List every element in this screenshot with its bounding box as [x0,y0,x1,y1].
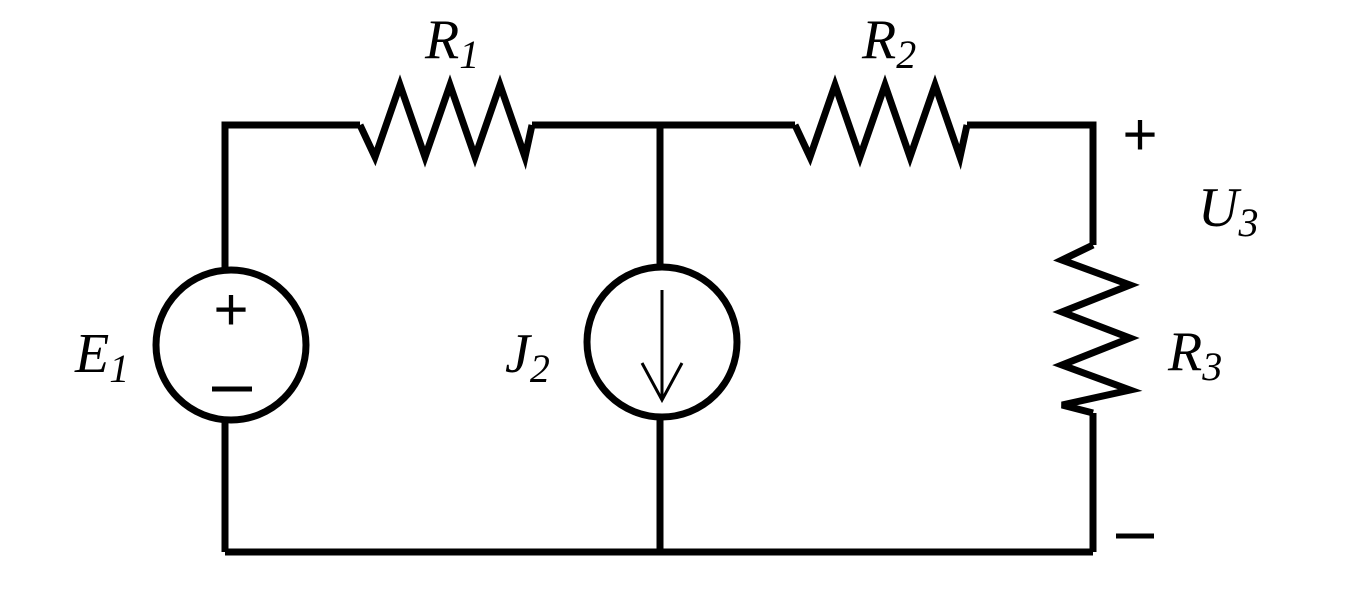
wire-top-right [967,121,1097,245]
wire-left-top [221,121,360,270]
u3-plus-sign: + [1122,101,1157,168]
e1-plus-sign: + [213,276,248,343]
resistor-r1 [356,74,536,170]
label-r2: R2 [861,9,916,77]
wires [221,121,1097,556]
label-u3: U3 [1198,177,1258,245]
label-e1: E1 [74,323,129,391]
resistor-r2 [791,74,971,170]
label-j2: J2 [505,323,550,391]
resistor-r3 [1052,241,1143,417]
j2-arrow-head [640,362,684,404]
label-r3: R3 [1167,321,1222,389]
label-r1: R1 [424,9,479,77]
voltage-source-e1: + [152,266,310,424]
current-source-j2 [583,263,741,421]
